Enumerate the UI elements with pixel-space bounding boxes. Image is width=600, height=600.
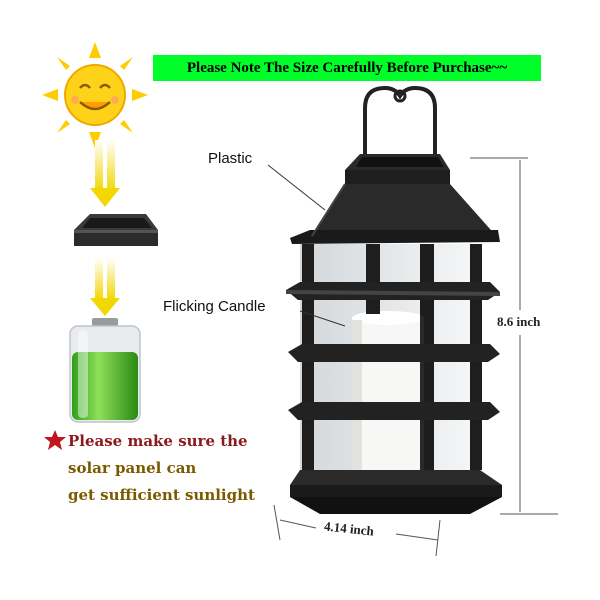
lantern-image [286,85,502,514]
solar-panel-icon [74,214,158,246]
plastic-leader-line [267,164,326,211]
star-icon [44,430,66,450]
note-line-2: solar panel can [68,459,197,477]
battery-icon [69,318,141,423]
arrow-down-icon [90,140,120,207]
height-dimension-line [470,157,558,515]
arrow-down-icon [90,258,120,316]
height-dimension-label: 8.6 inch [497,314,541,329]
plastic-label: Plastic [208,150,253,167]
note-line-1: Please make sure the [68,432,248,450]
sun-icon [42,42,148,148]
size-notice-banner: Please Note The Size Carefully Before Pu… [153,55,541,81]
banner-text: Please Note The Size Carefully Before Pu… [186,59,508,76]
width-dimension-line [273,504,441,557]
candle-leader-line [299,310,346,327]
flicking-candle-label: Flicking Candle [163,298,266,315]
note-line-3: get sufficient sunlight [68,486,255,504]
